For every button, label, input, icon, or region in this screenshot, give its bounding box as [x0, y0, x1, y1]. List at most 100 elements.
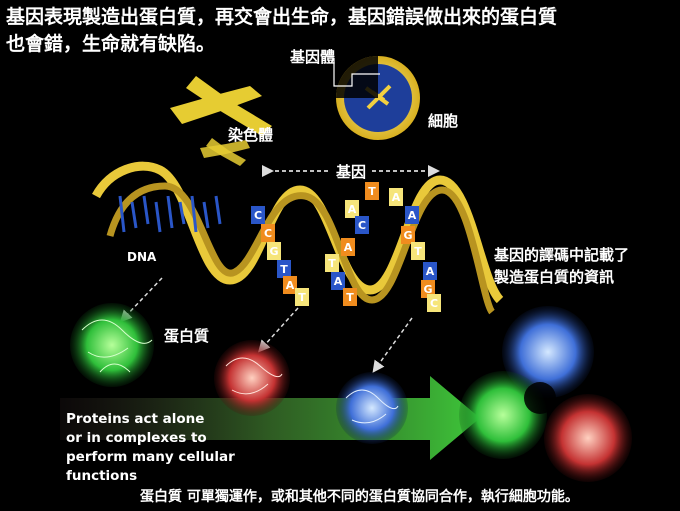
dna-base — [401, 226, 415, 244]
dna-base-pair: A — [331, 272, 345, 290]
dna-rung — [130, 201, 138, 229]
label-gene: 基因 — [333, 161, 370, 182]
dna-base — [325, 254, 339, 272]
label-cell: 細胞 — [428, 112, 459, 130]
dna-base-pair: T — [411, 242, 425, 260]
label-protein: 蛋白質 — [164, 327, 210, 345]
cell-icon — [336, 56, 420, 140]
dna-rung — [166, 195, 174, 229]
dna-base — [331, 272, 345, 290]
dna-base-letter: G — [423, 283, 432, 296]
dna-base-pair: A — [341, 238, 355, 256]
dna-base — [423, 262, 437, 280]
dna-base-letter: A — [344, 241, 353, 254]
dna-base — [365, 182, 379, 200]
dna-base — [345, 200, 359, 218]
bottom-caption: 蛋白質 可單獨運作，或和其他不同的蛋白質協同合作，執行細胞功能。 — [140, 489, 579, 505]
dna-base-pair: G — [421, 280, 435, 298]
dna-base-letter: T — [414, 245, 422, 258]
dna-base — [355, 216, 369, 234]
protein-complex-icon — [459, 306, 632, 482]
label-gene-info-2: 製造蛋白質的資訊 — [494, 268, 615, 286]
dna-base-pair: G — [267, 242, 281, 260]
dna-rung — [202, 201, 210, 229]
english-caption-line: perform many cellular — [66, 449, 235, 465]
dna-base — [421, 280, 435, 298]
dna-base-pair: T — [365, 182, 379, 200]
dna-base-letter: C — [430, 297, 438, 310]
english-caption-line: Proteins act alone — [66, 411, 205, 427]
english-caption: Proteins act alone or in complexes to pe… — [66, 410, 235, 486]
dna-base-letter: A — [286, 279, 295, 292]
dna-base — [267, 242, 281, 260]
dna-base-pair: A — [389, 188, 403, 206]
dna-base — [277, 260, 291, 278]
dna-base — [261, 224, 275, 242]
dna-base — [389, 188, 403, 206]
dna-base — [343, 288, 357, 306]
dna-base-letter: G — [269, 245, 278, 258]
dna-rung — [178, 201, 186, 225]
dna-base-letter: A — [334, 275, 343, 288]
gene-body-pointer — [333, 58, 380, 87]
dna-rung — [154, 201, 162, 233]
dna-base-pair: A — [423, 262, 437, 280]
pointer-arrow-3 — [372, 317, 413, 373]
dna-base-pair: C — [427, 294, 441, 312]
dna-base-pair: A — [345, 200, 359, 218]
dna-base-letter: T — [298, 291, 306, 304]
protein-blue-icon — [336, 372, 408, 444]
dna-base-letter: C — [264, 227, 272, 240]
dna-base-letter: T — [368, 185, 376, 198]
dna-base-pair: T — [325, 254, 339, 272]
dna-base-letter: A — [348, 203, 357, 216]
label-dna: DNA — [127, 250, 157, 264]
label-gene-info-1: 基因的譯碼中記載了 — [494, 246, 630, 264]
dna-rung — [214, 195, 222, 225]
title: 基因表現製造出蛋白質，再交會出生命，基因錯誤做出來的蛋白質 也會錯，生命就有缺陷… — [6, 4, 678, 58]
dna-base-letter: C — [254, 209, 262, 222]
dna-base — [427, 294, 441, 312]
dna-base — [283, 276, 297, 294]
dna-base-pair: A — [405, 206, 419, 224]
title-line-2: 也會錯，生命就有缺陷。 — [6, 33, 216, 55]
dna-base — [341, 238, 355, 256]
english-caption-line: functions — [66, 468, 138, 484]
dna-base-letter: A — [408, 209, 417, 222]
dna-base — [405, 206, 419, 224]
dna-rung — [142, 195, 150, 225]
english-caption-line: or in complexes to — [66, 430, 207, 446]
dna-base-pair: C — [251, 206, 265, 224]
label-chromosome: 染色體 — [228, 126, 274, 144]
dna-base-letter: A — [426, 265, 435, 278]
protein-red-icon — [214, 340, 290, 416]
dna-base — [251, 206, 265, 224]
dna-base-pair: T — [343, 288, 357, 306]
dna-base-letter: T — [328, 257, 336, 270]
dna-base-letter: A — [392, 191, 401, 204]
dna-strand-back — [106, 182, 496, 315]
protein-green-icon — [70, 303, 154, 387]
pointer-arrow-2 — [257, 307, 299, 353]
dna-base — [411, 242, 425, 260]
dna-base-pair: G — [401, 226, 415, 244]
dna-base-pair: C — [355, 216, 369, 234]
dna-rung — [118, 195, 126, 233]
chromosome-icon — [170, 76, 272, 166]
dna-base-pair: C — [261, 224, 275, 242]
dna-base-letter: T — [280, 263, 288, 276]
dna-rung — [190, 195, 198, 233]
dna-base — [295, 288, 309, 306]
dna-base-letter: G — [403, 229, 412, 242]
dna-base-pair: T — [295, 288, 309, 306]
dna-strand-front — [92, 161, 504, 304]
label-gene-body: 基因體 — [290, 48, 336, 66]
dna-base-letter: T — [346, 291, 354, 304]
dna-base-letter: C — [358, 219, 366, 232]
dna-base-pair: T — [277, 260, 291, 278]
dna-base-pair: A — [283, 276, 297, 294]
title-line-1: 基因表現製造出蛋白質，再交會出生命，基因錯誤做出來的蛋白質 — [6, 6, 558, 28]
